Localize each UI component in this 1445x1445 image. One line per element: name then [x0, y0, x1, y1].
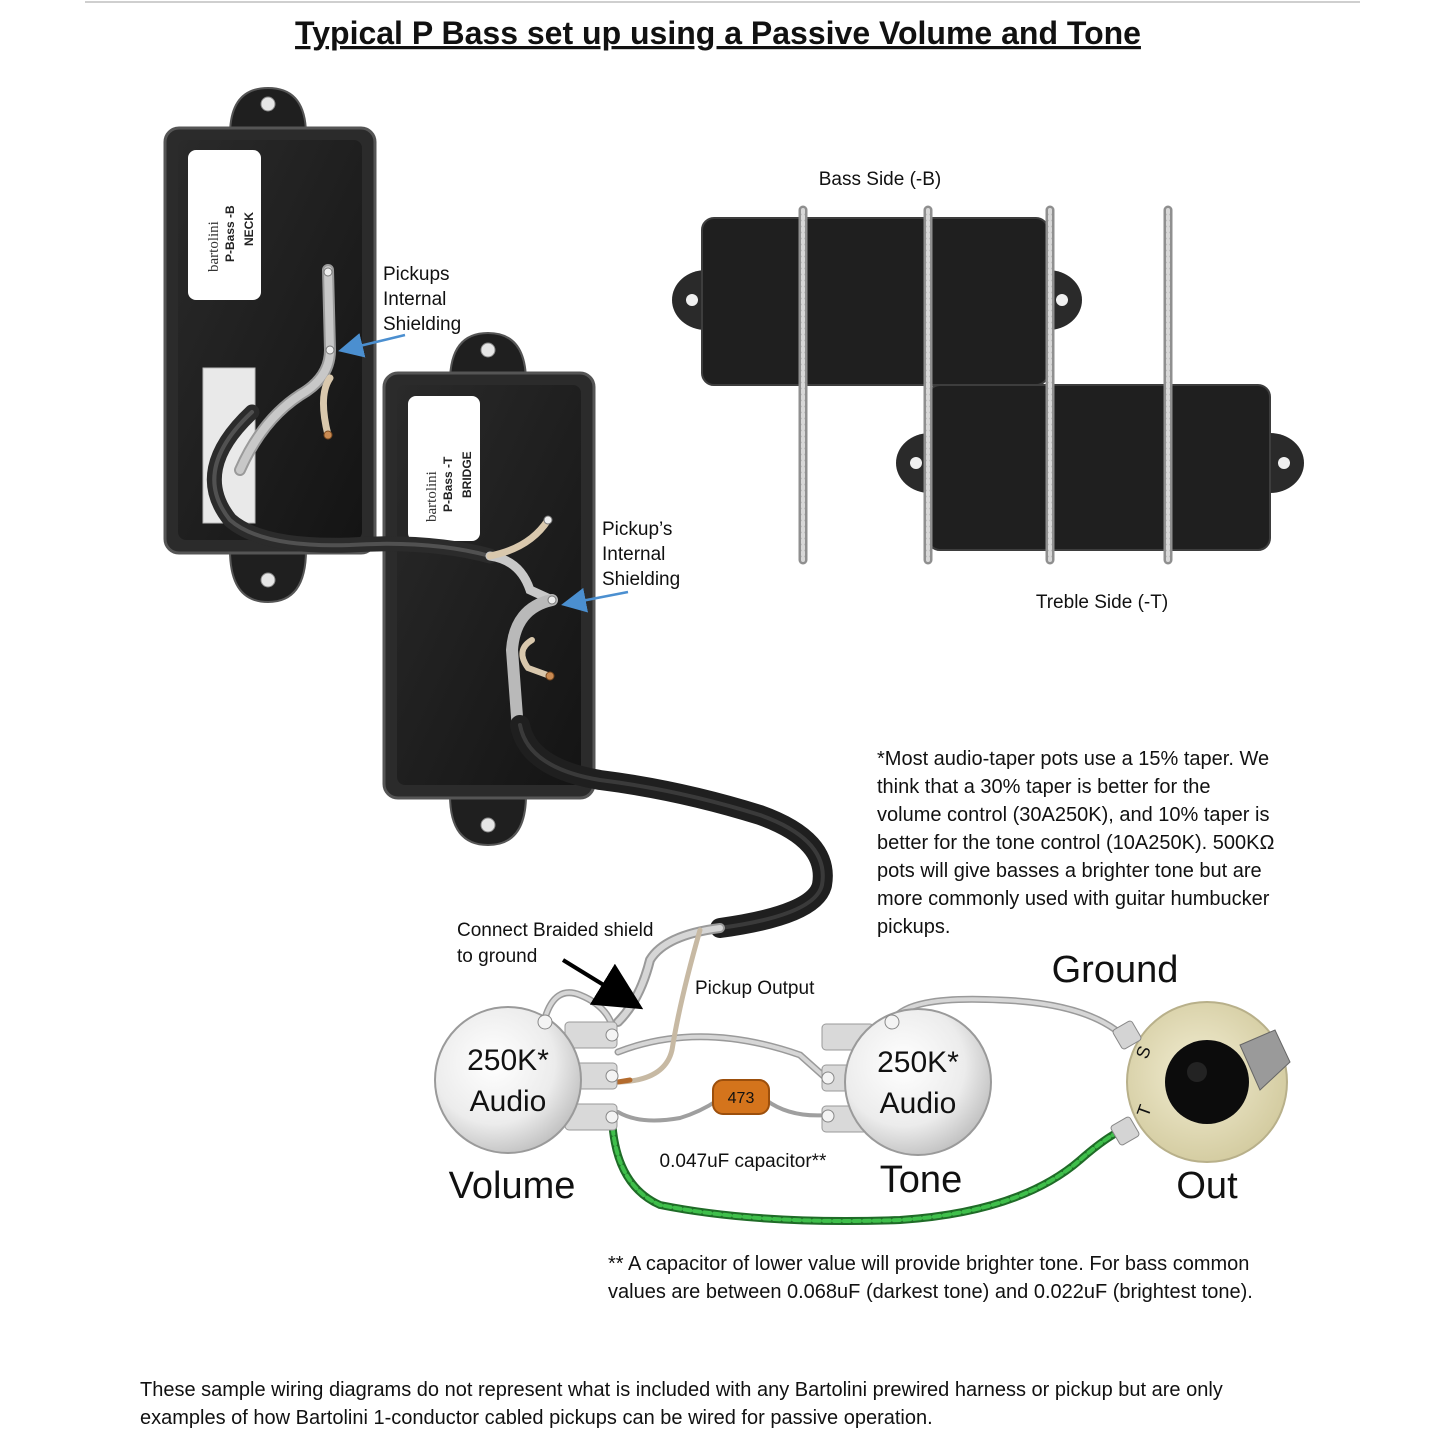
pickup-output-tip [615, 1077, 633, 1085]
disclaimer: These sample wiring diagrams do not repr… [140, 1379, 1228, 1429]
volume-label: Volume [449, 1165, 576, 1207]
bridge-pickup: bartolini P-Bass -T BRIDGE [382, 331, 596, 847]
adjustment-screws [798, 205, 1173, 565]
bridge-shield-label: Pickup’s Internal Shielding [602, 519, 680, 590]
volume-pot-type: Audio [470, 1085, 547, 1118]
bass-side-label: Bass Side (-B) [819, 169, 941, 190]
neck-shield-arrow [338, 333, 406, 358]
connect-shield-label: Connect Braided shield to ground [457, 920, 659, 967]
volume-pot: 250K* Audio [434, 1006, 619, 1154]
neck-pickup: bartolini P-Bass -B NECK [163, 86, 377, 604]
pickup-top-view: Bass Side (-B) Treble Side (-T) [672, 169, 1304, 613]
output-cable [510, 715, 833, 938]
mounting-hole-icon [480, 817, 496, 833]
bridge-position: BRIDGE [460, 451, 474, 498]
treble-side-label: Treble Side (-T) [1036, 592, 1168, 613]
tone-pot-type: Audio [880, 1087, 957, 1120]
tone-label: Tone [880, 1159, 962, 1201]
bridge-shield-arrow [561, 587, 629, 613]
capacitor-code: 473 [728, 1090, 755, 1107]
out-label: Out [1176, 1165, 1238, 1207]
capacitor-leads [616, 1098, 830, 1123]
tone-pot-value: 250K* [877, 1046, 959, 1079]
volume-pot-value: 250K* [467, 1044, 549, 1077]
bridge-brand: bartolini [424, 471, 440, 522]
mounting-hole-icon [260, 96, 276, 112]
pickup-output-label: Pickup Output [695, 978, 815, 999]
capacitor: 473 [712, 1079, 770, 1115]
pickup-output-wire [617, 927, 703, 1085]
bridge-pickup-sticker [408, 396, 480, 541]
page-title: Typical P Bass set up using a Passive Vo… [295, 15, 1141, 51]
output-wire-green-highlight [610, 1116, 1124, 1223]
capacitor-note: ** A capacitor of lower value will provi… [608, 1253, 1255, 1303]
output-jack: S T [1110, 1001, 1291, 1163]
mounting-hole-icon [480, 342, 496, 358]
jack-socket-icon [1165, 1040, 1249, 1124]
neck-position: NECK [242, 212, 256, 246]
neck-pickup-sticker [188, 150, 261, 300]
tone-pot: 250K* Audio [821, 1008, 992, 1156]
ground-label: Ground [1052, 949, 1179, 991]
neck-model: P-Bass -B [223, 205, 237, 262]
neck-shield-label: Pickups Internal Shielding [383, 264, 461, 335]
bridge-internal-leads [485, 515, 558, 736]
taper-note: *Most audio-taper pots use a 15% taper. … [877, 748, 1280, 938]
capacitor-label: 0.047uF capacitor** [660, 1151, 827, 1172]
mounting-hole-icon [260, 572, 276, 588]
bridge-model: P-Bass -T [441, 456, 455, 512]
connect-shield-arrow [561, 958, 644, 1010]
pickup-link-cable [206, 404, 498, 564]
neck-brand: bartolini [206, 221, 222, 272]
neck-internal-leads [234, 264, 337, 476]
